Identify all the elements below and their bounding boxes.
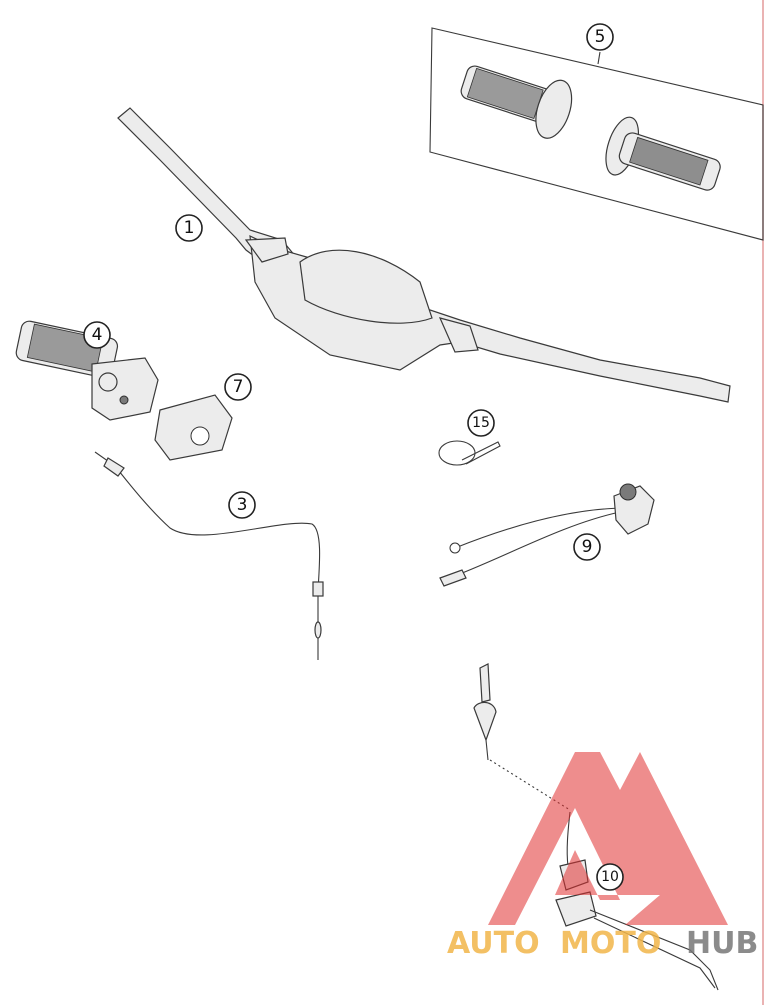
callout-throttle-cover: 7 xyxy=(224,373,252,401)
kill-switch-illustration xyxy=(439,483,655,587)
callout-kill-switch: 9 xyxy=(573,533,601,561)
watermark-triangle-mark xyxy=(488,752,728,925)
watermark-text: AUTO MOTO HUB xyxy=(447,926,758,961)
grip-set-illustration xyxy=(429,27,764,241)
watermark-word-auto: AUTO xyxy=(447,926,540,961)
callout-label: 4 xyxy=(92,325,103,345)
callout-emergency-stop-switch: 10 xyxy=(596,863,624,891)
callout-label: 15 xyxy=(472,415,490,431)
watermark-word-moto: MOTO xyxy=(560,926,661,961)
callout-label: 7 xyxy=(233,377,244,397)
throttle-cable-illustration xyxy=(94,451,324,660)
cable-tie-illustration xyxy=(438,440,501,466)
callout-throttle-grip: 4 xyxy=(83,321,111,349)
callout-grip-set: 5 xyxy=(586,23,614,51)
callout-throttle-cable: 3 xyxy=(228,491,256,519)
callout-label: 9 xyxy=(582,537,593,557)
throttle-cover-illustration xyxy=(154,394,233,461)
watermark-word-hub: HUB xyxy=(686,926,758,961)
watermark-logo xyxy=(488,752,728,925)
callout-label: 3 xyxy=(237,495,248,515)
callout-handlebar: 1 xyxy=(175,214,203,242)
callout-label: 1 xyxy=(184,218,195,238)
callout-label: 10 xyxy=(601,869,619,885)
callout-cable-tie: 15 xyxy=(467,409,495,437)
callout-label: 5 xyxy=(595,27,606,47)
handlebar-illustration xyxy=(117,107,731,403)
